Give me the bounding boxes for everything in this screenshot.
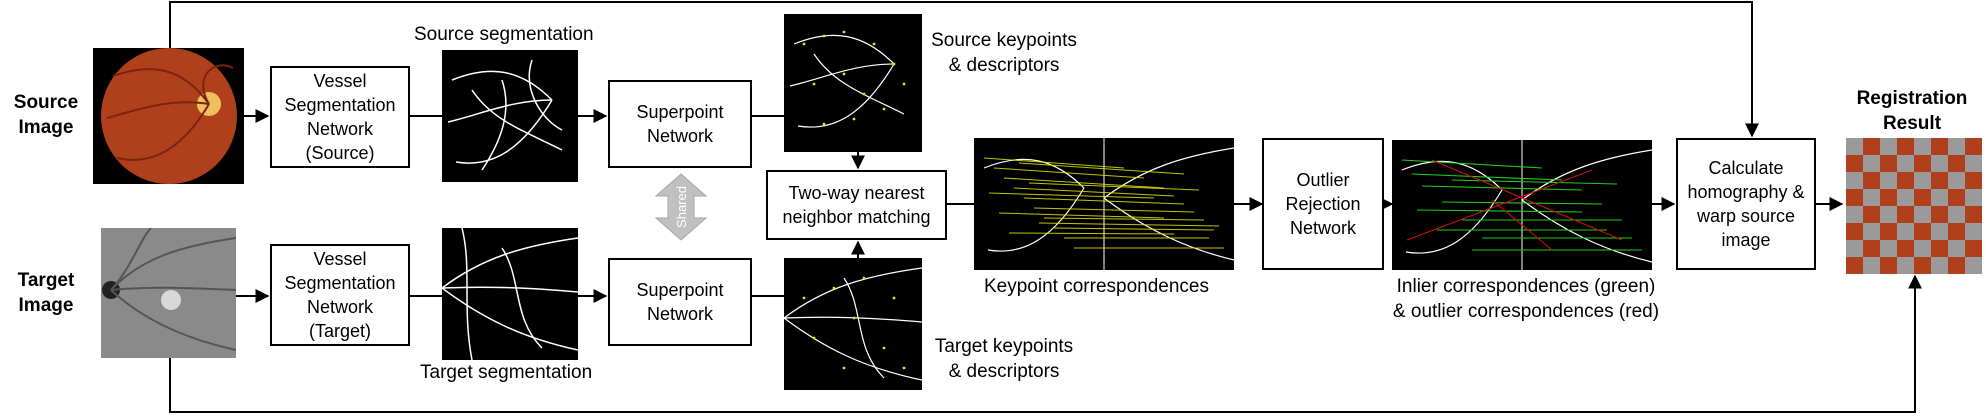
target-segmentation-image — [442, 228, 578, 360]
registration-result-image — [1846, 138, 1982, 274]
source-fundus-image — [93, 48, 244, 184]
bypass-top-line — [169, 1, 1759, 138]
shared-label: Shared — [674, 186, 689, 228]
target-keypoints-label: Target keypoints & descriptors — [934, 336, 1074, 382]
vessel-segmentation-network-source: Vessel Segmentation Network (Source) — [270, 66, 410, 168]
superpoint-network-source: Superpoint Network — [608, 80, 752, 168]
registration-result-label: Registration Result — [1856, 88, 1968, 134]
target-keypoints-image — [784, 258, 922, 390]
inlier-outlier-label: Inlier correspondences (green) & outlier… — [1392, 276, 1660, 322]
source-segmentation-label: Source segmentation — [414, 24, 594, 45]
target-image-label: Target Image — [17, 270, 75, 316]
two-way-matching-box: Two-way nearest neighbor matching — [766, 170, 947, 240]
shared-double-arrow — [654, 173, 708, 241]
target-segmentation-label: Target segmentation — [420, 362, 593, 383]
source-segmentation-image — [442, 50, 578, 182]
keypoint-correspondences-label: Keypoint correspondences — [984, 276, 1209, 297]
inlier-outlier-correspondences-image — [1392, 140, 1652, 270]
source-keypoints-image — [784, 14, 922, 152]
keypoint-correspondences-image — [974, 138, 1234, 270]
source-keypoints-label: Source keypoints & descriptors — [931, 30, 1077, 76]
vessel-segmentation-network-target: Vessel Segmentation Network (Target) — [270, 244, 410, 346]
superpoint-network-target: Superpoint Network — [608, 258, 752, 346]
homography-warp-box: Calculate homography & warp source image — [1676, 138, 1816, 270]
target-infrared-image — [101, 228, 236, 358]
source-image-label: Source Image — [13, 92, 79, 138]
bypass-bottom-line — [169, 274, 1922, 413]
outlier-rejection-network-box: Outlier Rejection Network — [1262, 138, 1384, 270]
